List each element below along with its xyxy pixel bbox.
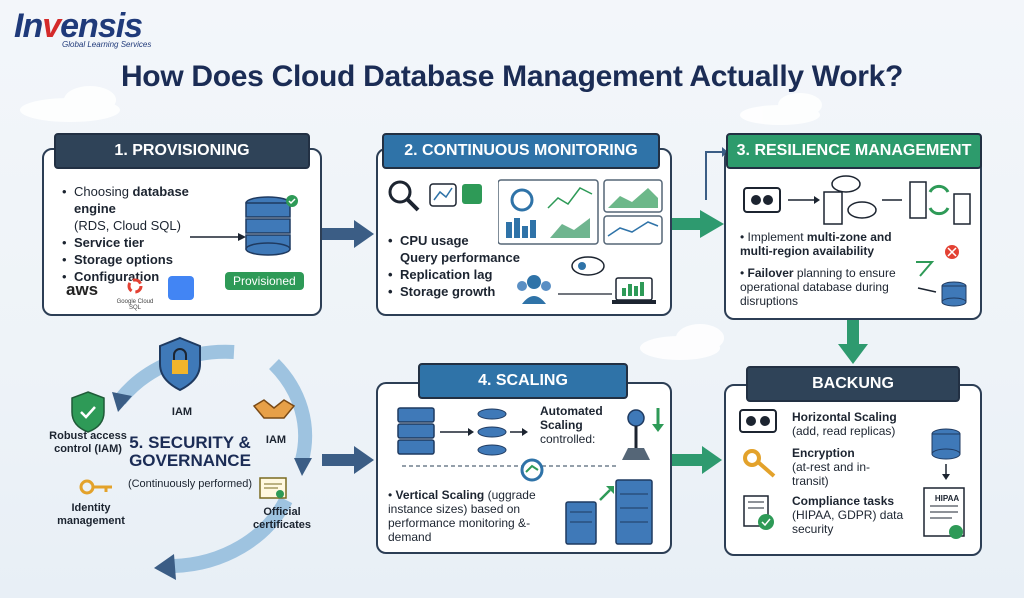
backup-icons <box>739 409 777 530</box>
shield-lock-icon <box>159 336 201 392</box>
cloud-sql-icon <box>168 276 194 300</box>
server-stack-icon <box>397 407 435 455</box>
logo-tagline: Global Learning Services <box>62 40 152 49</box>
database-provision-icon <box>190 195 298 256</box>
arrow-down-icon <box>838 320 868 364</box>
toggle-icon <box>462 184 482 204</box>
hipaa-label: HIPAA <box>934 494 960 503</box>
page-title: How Does Cloud Database Management Actua… <box>120 60 904 93</box>
identity-label: Identity management <box>57 502 125 527</box>
database-icon <box>931 428 961 460</box>
iam-right-label: IAM <box>265 434 287 446</box>
monitoring-tools-icons <box>388 180 482 212</box>
aws-logo: aws <box>66 280 99 299</box>
list-item: Service tier <box>62 234 232 251</box>
resilience-failover: • Failover planning to ensure operationa… <box>740 266 896 308</box>
document-check-icon <box>743 495 774 530</box>
automated-scaling-label: Automated Scaling controlled: <box>540 404 603 446</box>
iam-top-label: IAM <box>171 406 193 418</box>
key-icon <box>79 479 112 495</box>
monitoring-header: 2. CONTINUOUS MONITORING <box>382 133 660 169</box>
provisioning-list: Choosing database engine (RDS, Cloud SQL… <box>62 183 232 285</box>
server-icon <box>909 181 927 219</box>
vertical-scaling-label: • Vertical Scaling (uggrade instance siz… <box>388 488 536 544</box>
cloud-icon <box>571 256 605 276</box>
google-cloud-icon <box>127 278 143 294</box>
storage-device-icon <box>743 187 781 213</box>
certificates-label: Official certificates <box>252 506 312 531</box>
certificate-icon <box>259 477 287 499</box>
cloud-icon <box>831 175 861 193</box>
handshake-icon <box>252 399 296 419</box>
arrow-right-icon <box>322 220 374 248</box>
security-title: 5. SECURITY & GOVERNANCE <box>129 433 251 470</box>
backup-right-icons <box>923 428 965 539</box>
resilience-header: 3. RESILIENCE MANAGEMENT <box>726 133 982 169</box>
key-icon <box>743 449 776 478</box>
sync-icon <box>928 184 950 193</box>
server-icon <box>823 191 843 225</box>
backup-header: BACKUNG <box>746 366 960 402</box>
backup-compliance: Compliance tasks (HIPAA, GDPR) data secu… <box>792 494 904 536</box>
backup-horizontal-scaling: Horizontal Scaling (add, read replicas) <box>792 410 897 438</box>
security-cycle-diagram <box>71 336 313 580</box>
hipaa-document-icon <box>923 487 965 539</box>
provisioning-header: 1. PROVISIONING <box>54 133 310 169</box>
database-stack-icon <box>477 408 507 456</box>
monitoring-list: CPU usage Query performance Replication … <box>388 232 528 300</box>
scaling-header: 4. SCALING <box>418 363 628 399</box>
vertical-servers-icon <box>565 479 653 545</box>
shield-check-icon <box>71 391 105 433</box>
list-item: Storage options <box>62 251 232 268</box>
list-item: Storage growth <box>388 283 528 300</box>
scaling-diagram-icon <box>397 407 664 482</box>
google-cloud-sql-logo: Google Cloud SQL <box>110 278 160 311</box>
list-item: (RDS, Cloud SQL) <box>74 218 181 233</box>
gear-icon <box>520 458 544 482</box>
list-item: Choosing database engine <box>62 183 232 217</box>
list-item: Query performance <box>400 250 520 265</box>
arrow-right-icon <box>322 446 374 474</box>
backup-encryption: Encryption (at-rest and in-transit) <box>792 446 871 488</box>
magnifier-icon <box>388 180 412 204</box>
team-cloud-laptop-icon <box>517 256 656 304</box>
list-item: Replication lag <box>388 266 528 283</box>
robust-access-label: Robust access control (IAM) <box>49 430 127 455</box>
arrow-right-icon <box>672 446 722 474</box>
list-item: CPU usage <box>388 232 528 249</box>
joystick-icon <box>622 408 664 460</box>
multi-region-diagram-icon <box>743 175 971 225</box>
resilience-availability: • Implement multi-zone and multi-region … <box>740 230 892 258</box>
storage-device-icon <box>739 409 777 433</box>
brand-logo: Invensis Global Learning Services <box>14 8 151 49</box>
logo-wordmark: Invensis <box>14 7 143 45</box>
provisioned-badge: Provisioned <box>225 272 304 290</box>
failover-db-icon <box>916 245 967 307</box>
arrow-right-icon <box>672 147 728 238</box>
dashboard-screens-icon <box>498 179 663 245</box>
security-subtitle: (Continuously performed) <box>127 478 253 490</box>
